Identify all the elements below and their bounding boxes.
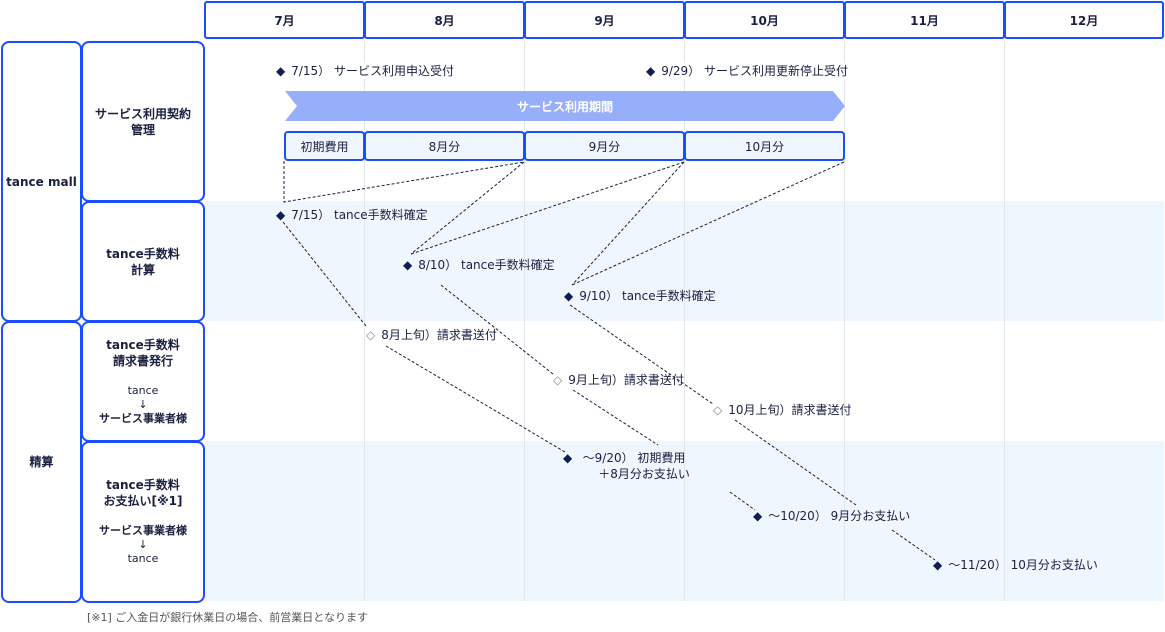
- lane-title: 請求書発行: [112, 353, 173, 368]
- event-inv2: ◇ 9月上旬）請求書送付: [553, 372, 684, 388]
- lane-invoice: tance手数料請求書発行 tance ↓ サービス事業者様: [81, 321, 205, 442]
- down-arrow-icon: ↓: [138, 538, 148, 551]
- event-label: 〜9/20） 初期費用: [582, 451, 686, 465]
- diamond-filled-icon: ◆: [646, 64, 656, 78]
- event-pay1: ◆ 〜9/20） 初期費用 ＋8月分お支払い: [563, 450, 690, 482]
- service-period-arrow: [285, 91, 845, 121]
- lane-payment: tance手数料お支払い[※1] サービス事業者様 ↓ tance: [81, 441, 205, 603]
- event-label: 9月上旬）請求書送付: [568, 373, 684, 387]
- event-label: 〜11/20） 10月分お支払い: [948, 558, 1098, 572]
- month-header: 10月: [684, 1, 845, 39]
- event-pay3: ◆ 〜11/20） 10月分お支払い: [933, 557, 1098, 573]
- event-inv1: ◇ 8月上旬）請求書送付: [366, 327, 497, 343]
- lane-title: お支払い[※1]: [103, 494, 183, 508]
- connector: [571, 161, 845, 286]
- lane-title: 計算: [130, 262, 155, 277]
- event-label: 9/10） tance手数料確定: [579, 289, 716, 303]
- event-inv3: ◇ 10月上旬）請求書送付: [713, 402, 852, 418]
- connector: [891, 529, 936, 561]
- billing-box-initial: 初期費用: [284, 131, 365, 161]
- diamond-filled-icon: ◆: [933, 558, 943, 572]
- billing-box-sep: 9月分: [524, 131, 685, 161]
- connector: [385, 345, 566, 453]
- month-header: 11月: [844, 1, 1005, 39]
- lane-from: tance: [127, 383, 159, 397]
- event-label: 8月上旬）請求書送付: [381, 328, 497, 342]
- diamond-filled-icon: ◆: [564, 289, 574, 303]
- diamond-filled-icon: ◆: [276, 208, 286, 222]
- connector: [282, 221, 367, 327]
- diamond-filled-icon: ◆: [563, 451, 573, 465]
- event-apply: ◆ 7/15） サービス利用申込受付: [276, 63, 454, 79]
- connector: [440, 284, 554, 375]
- event-label: 〜10/20） 9月分お支払い: [768, 509, 911, 523]
- grid-line: [844, 41, 845, 601]
- lane-to: サービス事業者様: [99, 411, 187, 425]
- event-label: 7/15） サービス利用申込受付: [291, 64, 454, 78]
- billing-box-oct: 10月分: [684, 131, 845, 161]
- group-tance-mall: tance mall: [1, 41, 82, 322]
- event-label: 7/15） tance手数料確定: [291, 208, 428, 222]
- lane-to: tance: [127, 552, 159, 565]
- down-arrow-icon: ↓: [138, 397, 148, 411]
- lane-from: サービス事業者様: [99, 524, 187, 537]
- group-label: tance mall: [6, 174, 77, 189]
- event-fee2: ◆ 8/10） tance手数料確定: [403, 257, 555, 273]
- group-settlement: 精算: [1, 321, 82, 603]
- diamond-open-icon: ◇: [713, 403, 723, 417]
- grid-line: [364, 41, 365, 601]
- month-header: 9月: [524, 1, 685, 39]
- connector: [569, 304, 714, 405]
- event-fee1: ◆ 7/15） tance手数料確定: [276, 207, 428, 223]
- grid-line: [1004, 41, 1005, 601]
- diamond-open-icon: ◇: [553, 373, 563, 387]
- connector: [283, 161, 525, 203]
- connector: [410, 161, 525, 255]
- diamond-open-icon: ◇: [366, 328, 376, 342]
- grid-line: [684, 41, 685, 601]
- lane-title: tance手数料: [106, 246, 180, 261]
- lane-fee-calc: tance手数料計算: [81, 201, 205, 322]
- lane-title: 管理: [130, 122, 155, 137]
- diamond-filled-icon: ◆: [753, 509, 763, 523]
- lane-title: サービス利用契約: [94, 106, 191, 121]
- lane-contract: サービス利用契約管理: [81, 41, 205, 202]
- connector: [410, 161, 685, 255]
- connector: [729, 491, 756, 511]
- connector: [571, 161, 685, 286]
- event-label: 8/10） tance手数料確定: [418, 258, 555, 272]
- connector: [572, 389, 659, 446]
- lane-title: tance手数料: [106, 337, 180, 352]
- service-period-label: サービス利用期間: [516, 99, 613, 114]
- footnote: [※1] ご入金日が銀行休業日の場合、前営業日となります: [87, 611, 368, 624]
- lane-title: tance手数料: [106, 478, 180, 492]
- event-renew-stop: ◆ 9/29） サービス利用更新停止受付: [646, 63, 848, 79]
- diamond-filled-icon: ◆: [276, 64, 286, 78]
- diamond-filled-icon: ◆: [403, 258, 413, 272]
- event-label: 9/29） サービス利用更新停止受付: [661, 64, 848, 78]
- billing-box-aug: 8月分: [364, 131, 525, 161]
- month-header: 12月: [1004, 1, 1164, 39]
- grid-line: [524, 41, 525, 601]
- group-label: 精算: [29, 455, 54, 469]
- connector: [734, 419, 857, 506]
- month-header: 8月: [364, 1, 525, 39]
- event-pay2: ◆ 〜10/20） 9月分お支払い: [753, 508, 910, 524]
- event-label: 10月上旬）請求書送付: [728, 403, 852, 417]
- event-fee3: ◆ 9/10） tance手数料確定: [564, 288, 716, 304]
- event-label: ＋8月分お支払い: [598, 467, 690, 481]
